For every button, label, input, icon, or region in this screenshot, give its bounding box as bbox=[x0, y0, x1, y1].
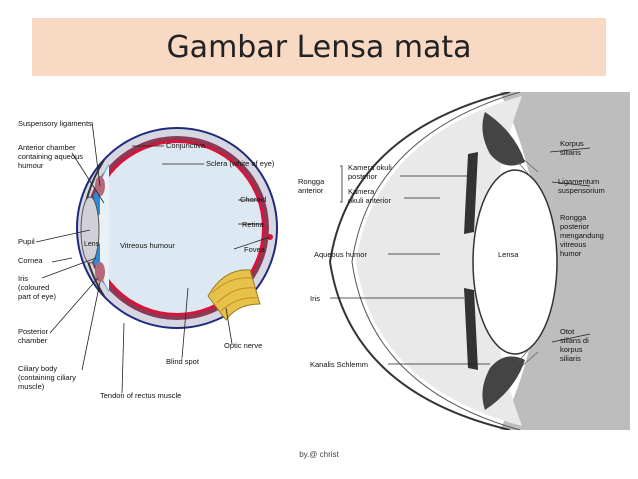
label-rongga-anterior-2: anterior bbox=[298, 186, 324, 195]
label-kamera-posterior-1: Kamera okuli bbox=[348, 163, 392, 172]
label-kanalis-schlemm: Kanalis Schlemm bbox=[310, 360, 368, 369]
label-retina: Retina bbox=[242, 220, 265, 229]
label-kamera-posterior-2: posterior bbox=[348, 172, 378, 181]
slide-footer: by.@ christ bbox=[299, 450, 339, 459]
label-rongga-posterior-1: Rongga bbox=[560, 213, 587, 222]
optic-nerve-shape bbox=[207, 269, 261, 321]
label-pupil: Pupil bbox=[18, 237, 35, 246]
label-cornea: Cornea bbox=[18, 256, 43, 265]
label-anterior-chamber-3: humour bbox=[18, 161, 44, 170]
label-otot-2: silians di bbox=[560, 336, 589, 345]
leader-lines bbox=[330, 147, 591, 365]
ciliary-body-bottom bbox=[482, 356, 525, 410]
label-iris-3: part of eye) bbox=[18, 292, 56, 301]
label-korpus-2: siliaris bbox=[560, 148, 581, 157]
label-ligamentum-1: Ligamentum bbox=[558, 177, 599, 186]
eye-diagram-left: Suspensory ligaments Anterior chamber co… bbox=[18, 119, 278, 400]
label-posterior-chamber-2: chamber bbox=[18, 336, 48, 345]
label-posterior-chamber-1: Posterior bbox=[18, 327, 49, 336]
label-suspensory-ligaments: Suspensory ligaments bbox=[18, 119, 92, 128]
label-choroid: Choroid bbox=[240, 195, 266, 204]
leader-lines bbox=[35, 121, 271, 394]
zonule-fibers bbox=[517, 157, 539, 367]
label-conjunctiva: Conjunctiva bbox=[166, 141, 206, 150]
label-blind-spot: Blind spot bbox=[166, 357, 200, 366]
inner-cornea-arc bbox=[351, 92, 521, 430]
ciliary-body-top bbox=[482, 112, 525, 166]
label-ciliary-body-3: muscle) bbox=[18, 382, 45, 391]
label-anterior-chamber-1: Anterior chamber bbox=[18, 143, 76, 152]
cornea-arc bbox=[328, 92, 511, 430]
label-ligamentum-2: suspensorium bbox=[558, 186, 605, 195]
label-otot-3: korpus bbox=[560, 345, 583, 354]
label-otot-4: siliaris bbox=[560, 354, 581, 363]
label-rongga-anterior-1: Rongga bbox=[298, 177, 325, 186]
label-sclera: Sclera (white of eye) bbox=[206, 159, 275, 168]
lens-shape bbox=[472, 169, 558, 355]
iris-top bbox=[464, 152, 478, 234]
label-optic-nerve: Optic nerve bbox=[224, 341, 262, 350]
label-aqueous-humor: Aqueous humor bbox=[314, 250, 367, 259]
vitreous-body bbox=[92, 143, 262, 313]
label-rongga-posterior-5: humor bbox=[560, 249, 582, 258]
label-lensa: Lensa bbox=[498, 250, 519, 259]
aqueous-chamber bbox=[356, 96, 522, 426]
label-rongga-posterior-4: vitreous bbox=[560, 240, 587, 249]
lens-diagram-right: Rongga anterior Kamera okuli posterior K… bbox=[290, 92, 630, 430]
label-lens: Lens bbox=[84, 241, 100, 248]
label-tendon-rectus: Tendon of rectus muscle bbox=[100, 391, 181, 400]
label-vitreous-humour: Vitreous humour bbox=[120, 241, 175, 250]
label-korpus-1: Korpus bbox=[560, 139, 584, 148]
label-iris-1: Iris bbox=[18, 274, 28, 283]
ciliary-body-bottom bbox=[95, 262, 105, 282]
label-iris-2: (coloured bbox=[18, 283, 49, 292]
label-kamera-anterior-2: okuli anterior bbox=[348, 196, 391, 205]
slide-title: Gambar Lensa mata bbox=[166, 29, 472, 65]
label-ciliary-body-1: Ciliary body bbox=[18, 364, 57, 373]
label-iris: Iris bbox=[310, 294, 320, 303]
title-band: Gambar Lensa mata bbox=[32, 18, 606, 76]
label-kamera-anterior-1: Kamera bbox=[348, 187, 375, 196]
label-otot-1: Otot bbox=[560, 327, 575, 336]
iris-bottom bbox=[464, 288, 478, 370]
label-ciliary-body-2: (containing ciliary bbox=[18, 373, 76, 382]
label-anterior-chamber-2: containing aqueous bbox=[18, 152, 83, 161]
label-rongga-posterior-3: mengandung bbox=[560, 231, 604, 240]
label-rongga-posterior-2: posterior bbox=[560, 222, 590, 231]
label-fovea: Fovea bbox=[244, 245, 266, 254]
optic-nerve-fibers bbox=[211, 277, 259, 312]
